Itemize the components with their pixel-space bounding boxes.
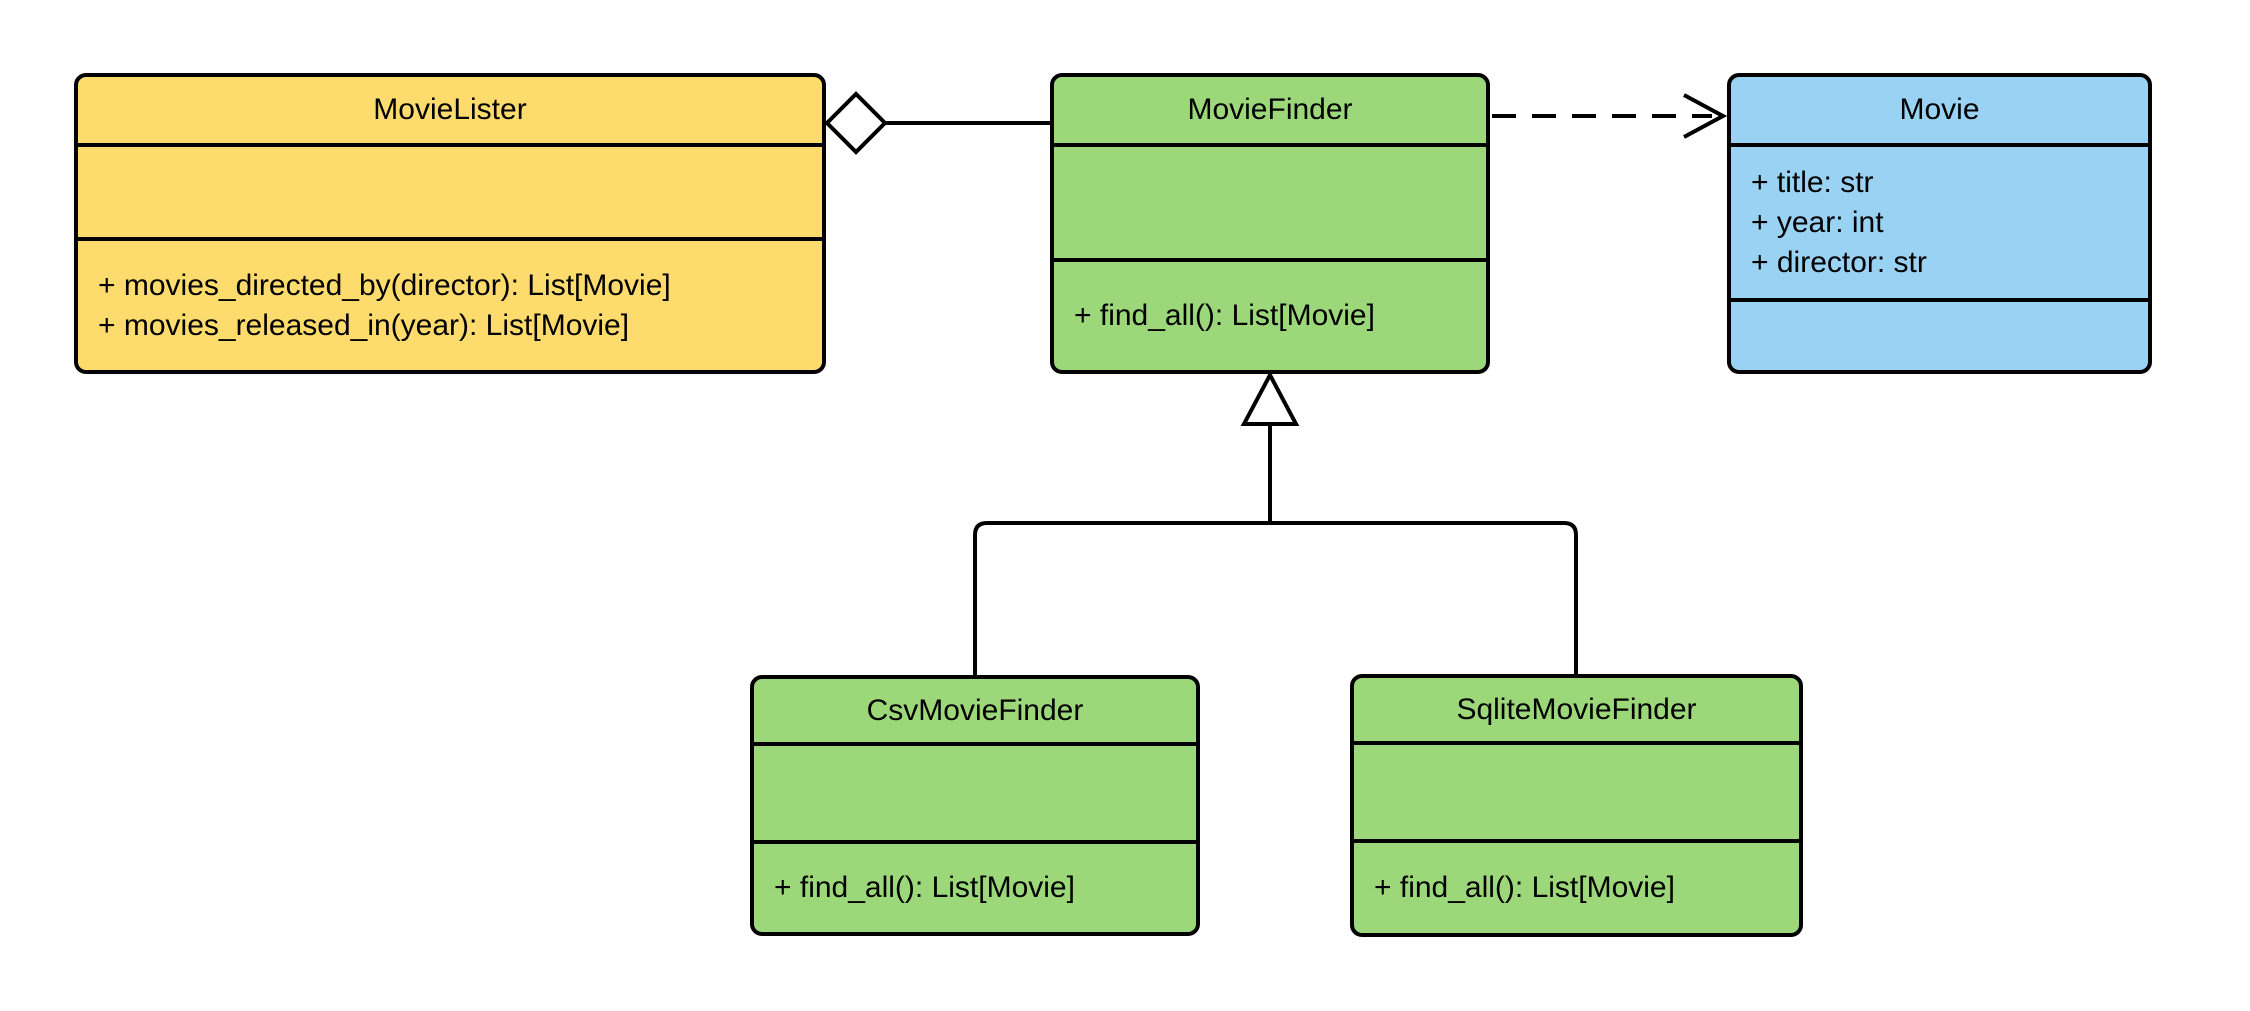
attribute-label: + year: int [1751,205,1884,239]
methods-compartment: + movies_directed_by(director): List[Mov… [78,237,822,370]
inheritance-bus [973,521,1578,676]
attribute-label: + director: str [1751,245,1927,279]
attributes-compartment [754,742,1196,840]
class-title: SqliteMovieFinder [1456,692,1697,726]
aggregation-diamond [824,91,888,155]
method-label: + find_all(): List[Movie] [1374,871,1675,904]
class-box-movie: Movie + title: str + year: int + directo… [1727,73,2152,374]
method-label: + find_all(): List[Movie] [1074,299,1375,332]
class-box-sqlitemoviefinder: SqliteMovieFinder + find_all(): List[Mov… [1350,674,1803,937]
attributes-compartment: + title: str + year: int + director: str [1731,143,2148,298]
attributes-compartment [1354,741,1799,839]
method-label: + movies_directed_by(director): List[Mov… [98,268,671,302]
method-label: + movies_released_in(year): List[Movie] [98,308,630,342]
methods-compartment: + find_all(): List[Movie] [1354,839,1799,933]
attribute-label: + title: str [1751,165,1874,199]
class-title: MovieLister [373,93,527,126]
class-box-moviefinder: MovieFinder + find_all(): List[Movie] [1050,73,1490,374]
methods-compartment: + find_all(): List[Movie] [1054,258,1486,370]
methods-compartment: + find_all(): List[Movie] [754,840,1196,932]
attributes-compartment [1054,143,1486,258]
class-title: Movie [1899,93,1980,126]
class-title: MovieFinder [1187,93,1353,126]
inheritance-triangle [1240,370,1300,426]
methods-compartment [1731,298,2148,370]
class-box-movielister: MovieLister + movies_directed_by(directo… [74,73,826,374]
attributes-compartment [78,143,822,237]
class-title: CsvMovieFinder [866,693,1084,727]
class-box-csvmoviefinder: CsvMovieFinder + find_all(): List[Movie] [750,675,1200,936]
dependency-open-arrowhead [1683,93,1728,139]
method-label: + find_all(): List[Movie] [774,871,1075,904]
